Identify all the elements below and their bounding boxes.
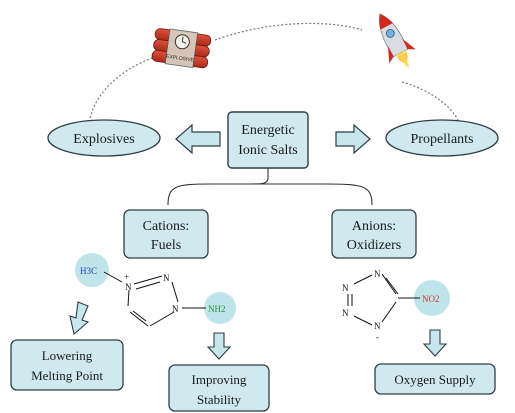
- oxygen-supply-box: [374, 363, 496, 395]
- nitro-group: NO2: [422, 294, 440, 304]
- right-block-arrow: [335, 123, 371, 155]
- ring-bond-2: [171, 281, 179, 303]
- down-arrow-stability: [206, 332, 232, 360]
- ring-bond-4b: [132, 310, 147, 322]
- ring-bond-1b: [135, 281, 161, 290]
- anion-bond-3: [353, 315, 373, 326]
- cation-structure: H3C N + N N NH2: [75, 253, 236, 327]
- dotted-arc-right: [401, 81, 459, 121]
- cations-box: [123, 209, 209, 259]
- explosives-ellipse: [47, 119, 161, 157]
- melting-label-line1: Lowering: [42, 348, 93, 363]
- amino-highlight: [204, 292, 236, 324]
- lowering-melting-point-box: [10, 339, 124, 391]
- anion-atom-n-left-top: N: [342, 283, 349, 293]
- ring-bond-3: [149, 311, 175, 327]
- propellants-ellipse: [385, 119, 499, 157]
- stability-label-line1: Improving: [192, 372, 247, 387]
- dotted-arc-top: [214, 22, 363, 41]
- anions-label-line1: Anions:: [352, 219, 396, 234]
- dotted-arc-left: [89, 51, 171, 119]
- center-label-line2: Ionic Salts: [238, 143, 298, 158]
- melting-label-line2: Melting Point: [31, 368, 103, 383]
- anion-bond-4: [381, 273, 397, 295]
- ring-bond-1: [133, 275, 163, 285]
- anions-label-line2: Oxidizers: [347, 238, 401, 253]
- ring-bond-5: [127, 289, 130, 307]
- anions-box: [331, 209, 417, 259]
- rocket-icon: [379, 13, 416, 68]
- ring-charge: +: [124, 272, 129, 282]
- ring-atom-n3: N: [172, 304, 179, 314]
- dynamite-label: EXPLOSIVE: [166, 54, 195, 64]
- amino-group: NH2: [208, 304, 226, 314]
- bond-methyl: [103, 271, 123, 283]
- stability-label-line2: Stability: [197, 392, 242, 407]
- dynamite-bundle-icon: EXPLOSIVE: [151, 28, 212, 69]
- cations-label-line2: Fuels: [151, 238, 181, 253]
- down-arrow-oxygen: [422, 329, 448, 357]
- improving-stability-box: [168, 364, 270, 412]
- oxygen-label: Oxygen Supply: [394, 372, 476, 387]
- ring-bond-4: [129, 311, 149, 327]
- anion-bond-5: [381, 301, 397, 323]
- methyl-highlight: [75, 253, 109, 287]
- ring-atom-n2: N: [163, 273, 170, 283]
- propellants-label: Propellants: [411, 132, 474, 147]
- down-arrow-melting: [69, 301, 90, 336]
- nitro-highlight: [414, 280, 450, 316]
- center-label-line1: Energetic: [241, 123, 294, 138]
- ring-atom-n1: N: [125, 282, 132, 292]
- bracket-connector: [167, 168, 373, 206]
- anion-charge: -: [376, 332, 379, 342]
- anion-bond-4b: [385, 277, 399, 295]
- anion-atom-n-left-bot: N: [342, 308, 349, 318]
- energetic-ionic-salts-box: [227, 111, 309, 169]
- cations-label-line1: Cations:: [143, 219, 190, 234]
- anion-bond-1: [353, 274, 373, 285]
- anion-structure: N N N N - NO2: [342, 269, 450, 342]
- left-block-arrow: [175, 123, 221, 155]
- anion-atom-n-top: N: [374, 269, 381, 279]
- methyl-group: H3C: [80, 266, 97, 276]
- anion-atom-n-bottom: N: [374, 321, 381, 331]
- explosives-label: Explosives: [73, 132, 134, 147]
